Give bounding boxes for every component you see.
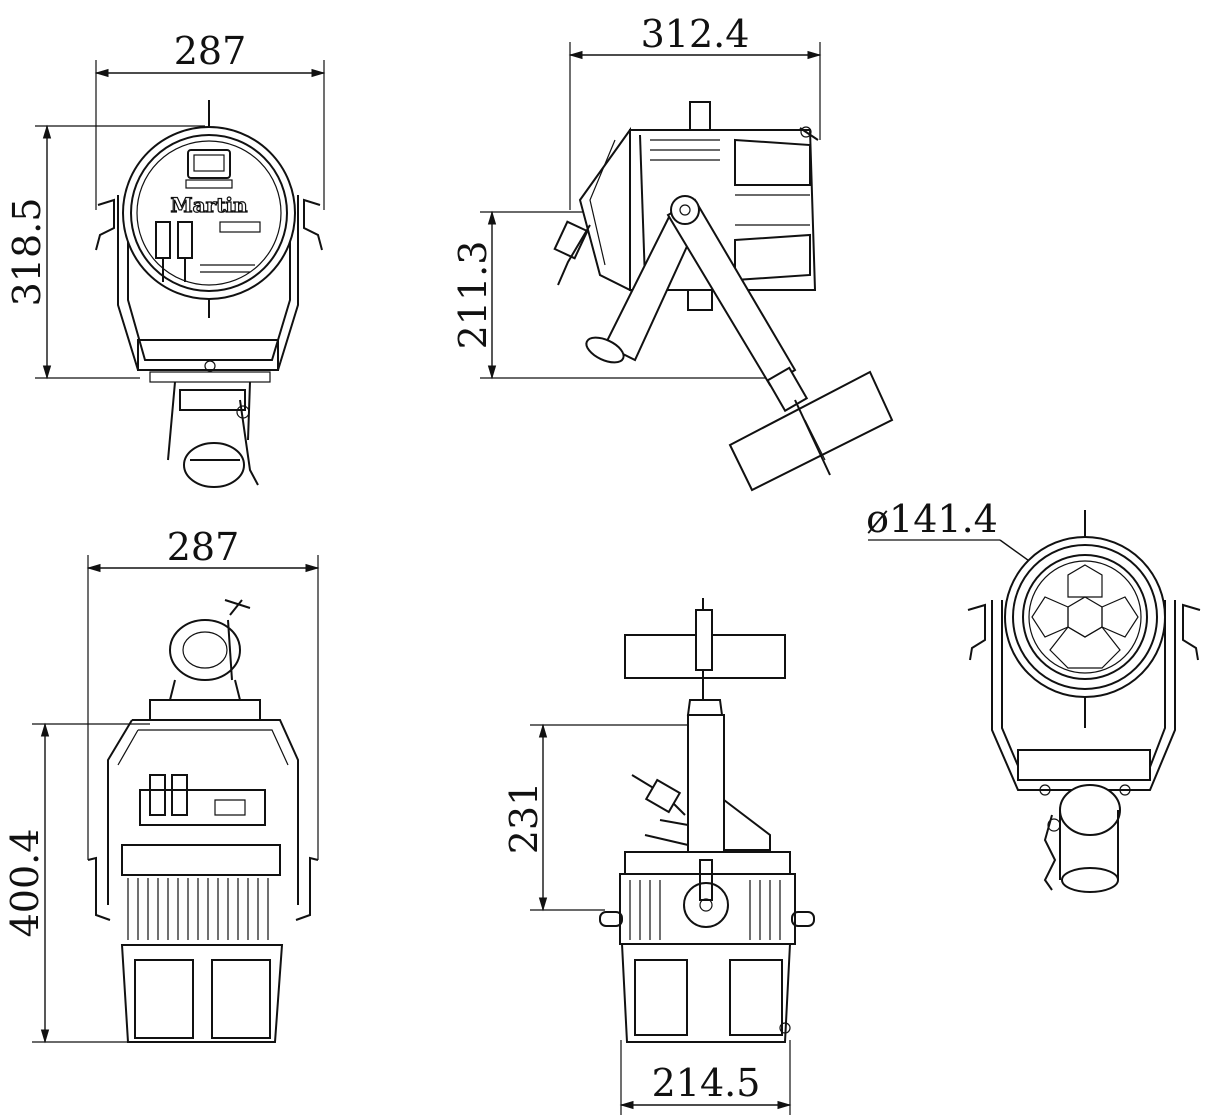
side-width-label: 312.4 <box>641 12 750 56</box>
front-width-label: 287 <box>174 29 247 73</box>
top-width-label: 214.5 <box>652 1061 761 1105</box>
side-view: 312.4 211.3 <box>451 12 894 492</box>
brand-logo: Martin <box>170 193 247 217</box>
lens-diameter-label: ø141.4 <box>866 497 998 541</box>
front-view: 287 318.5 Martin <box>5 29 326 488</box>
top-view: 231 214.5 <box>502 598 815 1115</box>
top-height-label: 231 <box>502 782 546 855</box>
back-width-label: 287 <box>167 525 240 569</box>
back-view: 287 400.4 <box>3 525 320 1044</box>
lens-view: ø141.4 <box>866 497 1201 893</box>
back-height-label: 400.4 <box>3 829 47 938</box>
front-height-label: 318.5 <box>5 198 49 307</box>
side-height-label: 211.3 <box>451 241 495 350</box>
